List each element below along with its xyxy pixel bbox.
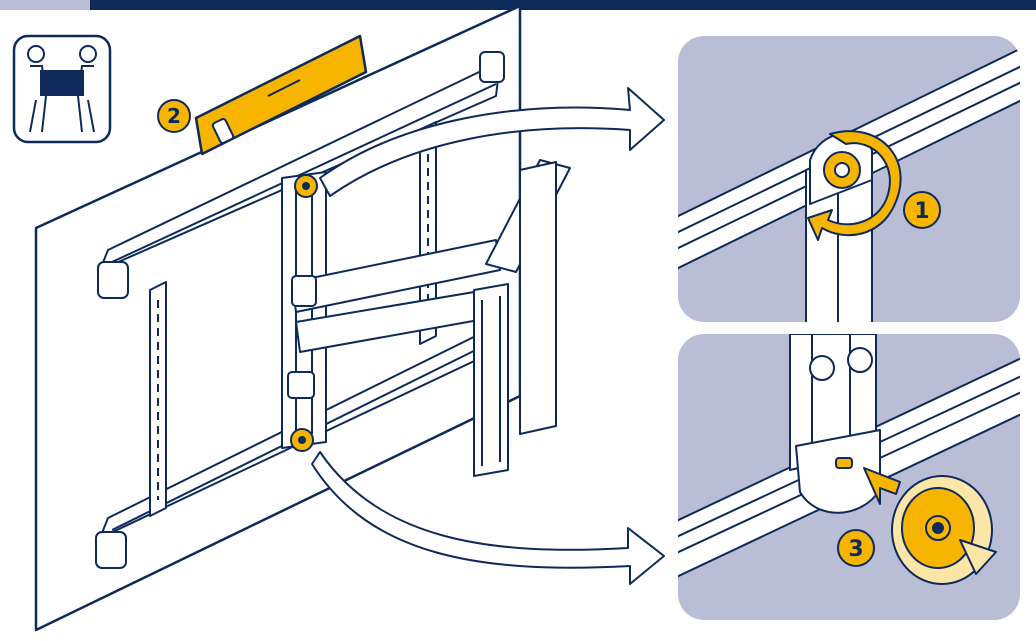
detail-panel-top xyxy=(678,36,1020,322)
spirit-level-icon xyxy=(194,34,368,156)
svg-text:3: 3 xyxy=(848,537,863,562)
step-badge-2: 2 xyxy=(157,99,191,133)
callout-arrow-top xyxy=(319,87,665,197)
svg-text:1: 1 xyxy=(914,199,929,224)
two-person-lift-icon xyxy=(12,34,112,144)
detail-panel-bottom xyxy=(678,334,1020,620)
rotate-arrow-icon xyxy=(807,130,902,241)
svg-text:2: 2 xyxy=(167,104,181,128)
bolt-bottom xyxy=(290,428,314,452)
step-badge-1: 1 xyxy=(903,191,941,229)
push-arrow-icon xyxy=(863,467,901,505)
mount-arm xyxy=(281,159,571,477)
bolt-top xyxy=(294,174,318,198)
header-band xyxy=(0,0,1036,10)
step-badge-3: 3 xyxy=(837,529,875,567)
callout-arrow-bottom xyxy=(311,451,665,585)
